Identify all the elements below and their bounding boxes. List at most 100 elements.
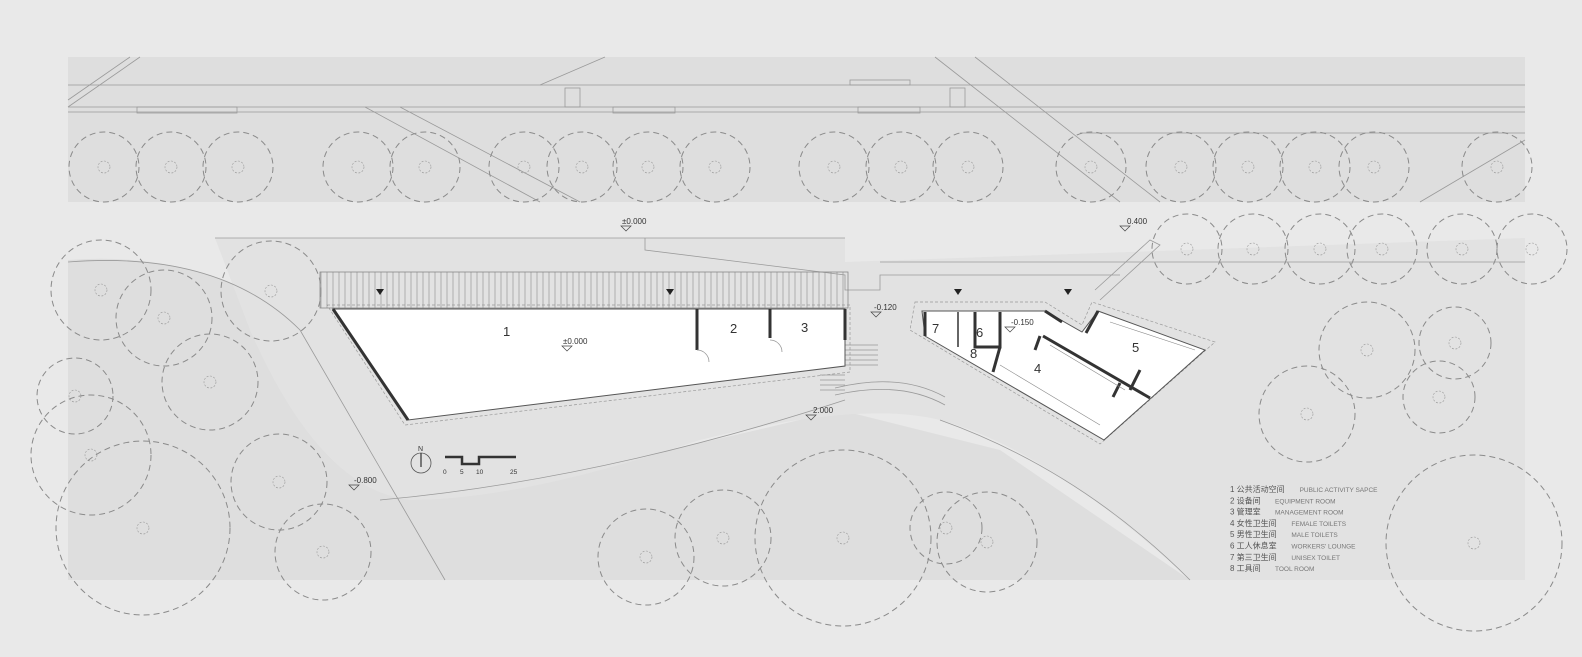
tree-canopy (55, 440, 231, 616)
room-label-3: 3 (801, 320, 808, 335)
svg-text:10: 10 (476, 469, 484, 476)
tree-canopy (488, 131, 560, 203)
tree-trunk (639, 550, 653, 564)
street-band (67, 56, 1526, 203)
tree-canopy (932, 131, 1004, 203)
tree-trunk (1174, 160, 1188, 174)
room-label-4: 4 (1034, 361, 1041, 376)
tree-trunk (1308, 160, 1322, 174)
svg-text:±0.000: ±0.000 (563, 337, 588, 346)
tree-canopy (115, 269, 213, 367)
svg-text:0.400: 0.400 (1127, 217, 1148, 226)
elevation-toilets: -0.150 (1004, 318, 1034, 333)
room-label-8: 8 (970, 346, 977, 361)
tree-canopy (389, 131, 461, 203)
elevation-room1: ±0.000 (561, 337, 588, 352)
room-label-2: 2 (730, 321, 737, 336)
tree-canopy (1217, 213, 1289, 285)
entrance-markers (376, 289, 1072, 295)
tree-trunk (97, 160, 111, 174)
tree-trunk (1360, 343, 1374, 357)
tree-canopy (68, 131, 140, 203)
pavilion-building (319, 271, 851, 426)
tree-canopy (161, 333, 259, 431)
tree-canopy (1346, 213, 1418, 285)
legend-item-en: FEMALE TOILETS (1291, 521, 1346, 528)
room-label-6: 6 (976, 325, 983, 340)
legend-item-en: MANAGEMENT ROOM (1275, 510, 1344, 517)
svg-text:25: 25 (510, 469, 518, 476)
tree-canopy (1418, 306, 1492, 380)
svg-text:5: 5 (460, 469, 464, 476)
tree-canopy (30, 394, 152, 516)
tree-canopy (1385, 454, 1563, 632)
svg-text:2.000: 2.000 (813, 406, 834, 415)
tree-trunk (708, 160, 722, 174)
elevation-lower-left: -0.800 (348, 476, 377, 491)
north-arrow: N (410, 446, 432, 474)
tree-trunk (1525, 242, 1539, 256)
tree-canopy (674, 489, 772, 587)
tree-canopy (936, 491, 1038, 593)
room-labels: 1 2 3 4 5 6 7 8 (503, 320, 1139, 376)
elevation-street-right: 0.400 (1119, 217, 1148, 232)
canopy (319, 271, 849, 309)
svg-text:-0.150: -0.150 (1011, 318, 1034, 327)
tree-trunk (939, 521, 953, 535)
legend-item-cn: 7 第三卫生间 (1230, 552, 1277, 562)
tree-trunk (94, 283, 108, 297)
tree-trunk (1246, 242, 1260, 256)
legend-item-en: TOOL ROOM (1275, 566, 1314, 573)
room-label-7: 7 (932, 321, 939, 336)
tree-trunk (203, 375, 217, 389)
elevation-marks: ±0.000 0.400 ±0.000 -0.120 -0.150 2.000 … (348, 217, 1148, 491)
tree-canopy (865, 131, 937, 203)
tree-canopy (135, 131, 207, 203)
tree-canopy (322, 131, 394, 203)
tree-trunk (641, 160, 655, 174)
tree-trunk (836, 531, 850, 545)
tree-canopy (1496, 213, 1568, 285)
legend-item-en: UNISEX TOILET (1291, 555, 1340, 562)
legend-item-en: EQUIPMENT ROOM (1275, 498, 1336, 505)
svg-text:±0.000: ±0.000 (622, 217, 647, 226)
tree-canopy (679, 131, 751, 203)
tree-canopy (1145, 131, 1217, 203)
tree-trunk (1455, 242, 1469, 256)
stairs (820, 344, 878, 391)
tree-canopy (546, 131, 618, 203)
tree-canopy (1426, 213, 1498, 285)
tree-canopy (754, 449, 932, 627)
legend-item-cn: 1 公共活动空间 (1230, 484, 1285, 494)
room-label-1: 1 (503, 324, 510, 339)
tree-trunk (1375, 242, 1389, 256)
svg-text:-0.120: -0.120 (874, 303, 897, 312)
tree-trunk (1313, 242, 1327, 256)
tree-canopy (909, 491, 983, 565)
tree-canopy (1461, 131, 1533, 203)
tree-trunk (418, 160, 432, 174)
legend-item-cn: 5 男性卫生间 (1230, 529, 1277, 539)
tree-canopy (1151, 213, 1223, 285)
svg-text:0: 0 (443, 469, 447, 476)
tree-canopy (1402, 360, 1476, 434)
legend-item-cn: 3 管理室 (1230, 507, 1261, 517)
scale-bar: 0 5 10 25 (443, 455, 518, 476)
tree-trunk (1490, 160, 1504, 174)
tree-canopy (36, 357, 114, 435)
tree-trunk (157, 311, 171, 325)
legend-item-en: MALE TOILETS (1291, 532, 1338, 539)
tree-trunk (351, 160, 365, 174)
tree-trunk (716, 531, 730, 545)
tree-canopy (612, 131, 684, 203)
tree-canopy (597, 508, 695, 606)
tree-trunk (1241, 160, 1255, 174)
tree-trunk (231, 160, 245, 174)
tree-canopy (1318, 301, 1416, 399)
tree-canopy (202, 131, 274, 203)
tree-trunk (961, 160, 975, 174)
tree-trunk (827, 160, 841, 174)
tree-trunk (980, 535, 994, 549)
tree-trunk (1467, 536, 1481, 550)
